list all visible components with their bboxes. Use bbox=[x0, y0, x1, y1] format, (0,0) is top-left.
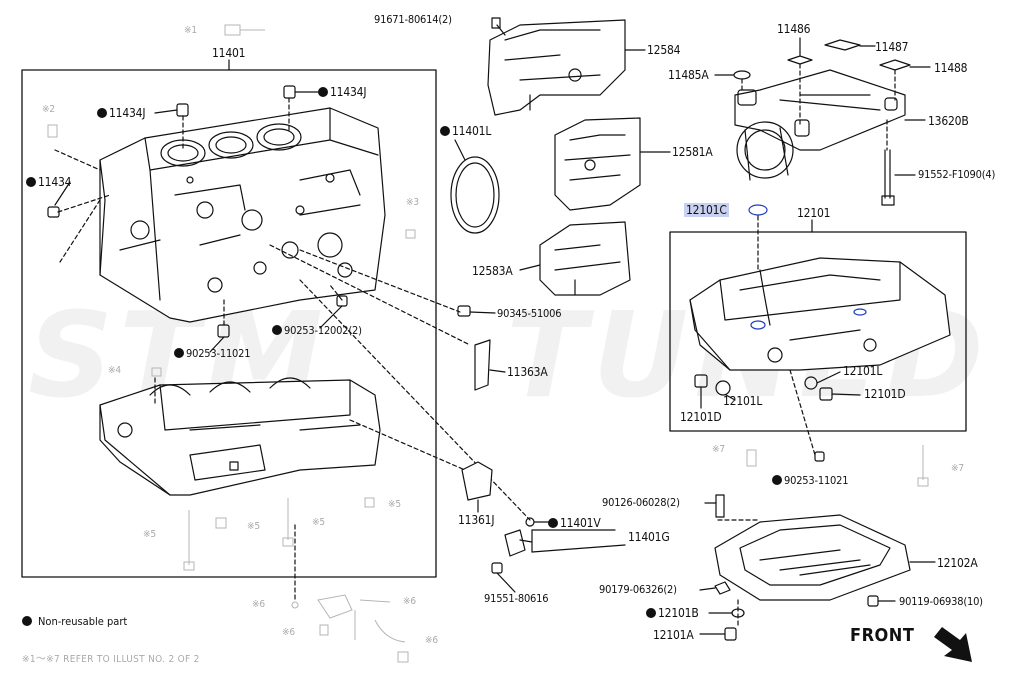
label-12101C: 12101C bbox=[684, 203, 729, 217]
non-reusable-dot bbox=[174, 348, 184, 358]
label-90253-12002: 90253-12002(2) bbox=[272, 324, 362, 338]
non-reusable-dot bbox=[440, 126, 450, 136]
gasket-12101C bbox=[748, 204, 768, 216]
label-12581A: 12581A bbox=[672, 145, 713, 159]
label-11401L: 11401L bbox=[440, 124, 491, 138]
label-12101D-a: 12101D bbox=[680, 410, 722, 424]
label-11401: 11401 bbox=[212, 46, 246, 60]
label-11488: 11488 bbox=[934, 61, 968, 75]
ref-mark-6b: ※6 bbox=[403, 596, 416, 607]
label-12583A: 12583A bbox=[472, 264, 513, 278]
cover-12583A bbox=[519, 221, 631, 296]
front-arrow bbox=[934, 627, 972, 662]
label-12101A: 12101A bbox=[653, 628, 694, 642]
legend-non-reusable: Non-reusable part bbox=[22, 615, 127, 628]
ref-mark-5c: ※5 bbox=[247, 521, 260, 532]
ref-mark-6c: ※6 bbox=[282, 627, 295, 638]
bolt-91552 bbox=[881, 119, 916, 206]
front-label: FRONT bbox=[850, 625, 915, 646]
label-12584: 12584 bbox=[647, 43, 681, 57]
label-90345-51006: 90345-51006 bbox=[497, 307, 562, 320]
lower-fasteners bbox=[699, 494, 896, 641]
ref-mark-6a: ※6 bbox=[252, 599, 265, 610]
cylinder-block bbox=[99, 107, 386, 323]
label-12101: 12101 bbox=[797, 206, 831, 220]
label-11434J-left: 11434J bbox=[97, 106, 146, 120]
label-90119-06938: 90119-06938(10) bbox=[899, 595, 983, 608]
label-13620B: 13620B bbox=[928, 114, 969, 128]
label-11487: 11487 bbox=[875, 40, 909, 54]
ref-mark-5d: ※5 bbox=[312, 517, 325, 528]
label-12101L-b: 12101L bbox=[843, 364, 883, 378]
label-12101D-b: 12101D bbox=[864, 387, 906, 401]
non-reusable-dot bbox=[26, 177, 36, 187]
ref-mark-7b: ※7 bbox=[951, 463, 964, 474]
oil-seal-11401L bbox=[450, 139, 500, 234]
label-90126-06028: 90126-06028(2) bbox=[602, 496, 680, 509]
ref-mark-5b: ※5 bbox=[143, 529, 156, 540]
label-11363A: 11363A bbox=[507, 365, 548, 379]
non-reusable-dot bbox=[272, 325, 282, 335]
ref-mark-3: ※3 bbox=[406, 197, 419, 208]
non-reusable-dot bbox=[646, 608, 656, 618]
small-fasteners bbox=[457, 17, 626, 593]
non-reusable-dot bbox=[772, 475, 782, 485]
brackets-top bbox=[714, 37, 931, 126]
label-11361J: 11361J bbox=[458, 513, 495, 527]
label-91671-80614: 91671-80614(2) bbox=[374, 13, 452, 26]
label-11434J-top: 11434J bbox=[318, 85, 367, 99]
oil-pan-12102A bbox=[714, 514, 936, 601]
cover-12581A bbox=[554, 117, 671, 211]
ref-mark-4: ※4 bbox=[108, 365, 121, 376]
label-11434: 11434 bbox=[26, 175, 72, 189]
non-reusable-dot bbox=[548, 518, 558, 528]
label-12102A: 12102A bbox=[937, 556, 978, 570]
non-reusable-dot bbox=[97, 108, 107, 118]
balancer-13620B bbox=[734, 69, 926, 181]
ref-mark-6d: ※6 bbox=[425, 635, 438, 646]
label-90253-11021-block: 90253-11021 bbox=[174, 347, 251, 361]
label-11401G: 11401G bbox=[628, 530, 670, 544]
oil-pan-12101 bbox=[689, 257, 951, 371]
non-reusable-dot bbox=[22, 616, 32, 626]
label-91552-F1090: 91552-F1090(4) bbox=[918, 168, 996, 181]
label-90253-11021-pan: 90253-11021 bbox=[772, 474, 849, 488]
label-91551-80616: 91551-80616 bbox=[484, 592, 549, 605]
label-12101B: 12101B bbox=[646, 606, 699, 620]
ref-mark-2: ※2 bbox=[42, 104, 55, 115]
non-reusable-dot bbox=[318, 87, 328, 97]
ref-mark-5a: ※5 bbox=[388, 499, 401, 510]
ref-mark-7a: ※7 bbox=[712, 444, 725, 455]
label-11486: 11486 bbox=[777, 22, 811, 36]
crankcase bbox=[99, 377, 381, 496]
reference-note: ※1～※7 REFER TO ILLUST NO. 2 OF 2 bbox=[22, 654, 200, 665]
label-11485A: 11485A bbox=[668, 68, 709, 82]
oil-pan-plugs bbox=[694, 371, 861, 409]
cover-12584 bbox=[487, 19, 646, 116]
label-12101L-a: 12101L bbox=[723, 394, 763, 408]
oil-pan-group-frame bbox=[669, 231, 967, 432]
label-11401V: 11401V bbox=[548, 516, 601, 530]
ghost-parts bbox=[47, 24, 929, 663]
label-90179-06326: 90179-06326(2) bbox=[599, 583, 677, 596]
ref-mark-1: ※1 bbox=[184, 25, 197, 36]
